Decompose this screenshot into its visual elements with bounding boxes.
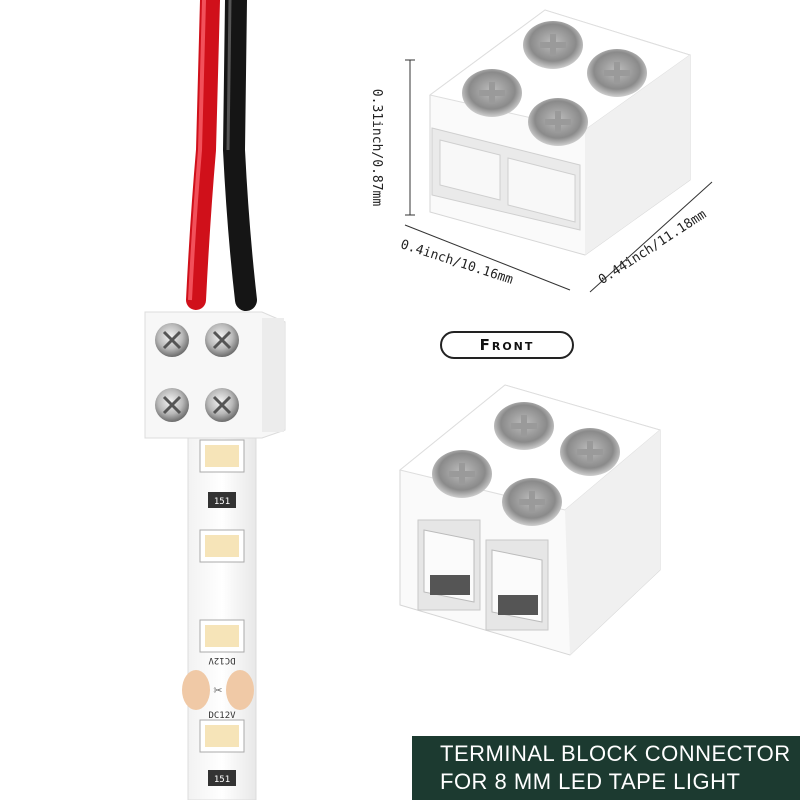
caption-line-2: FOR 8 MM LED TAPE LIGHT — [440, 769, 741, 794]
led-strip: 151 DC12V ✂ DC12V 151 — [182, 419, 257, 800]
wire-slot — [485, 539, 549, 631]
screw-hole-icon — [528, 98, 588, 146]
black-wire — [222, 0, 257, 311]
caption-banner: TERMINAL BLOCK CONNECTOR FOR 8 MM LED TA… — [412, 736, 800, 800]
screw-hole-icon — [462, 69, 522, 117]
resistor: 151 — [208, 770, 236, 786]
red-wire — [186, 0, 220, 310]
connector-dimension-view — [428, 9, 692, 256]
led-chip — [199, 439, 245, 473]
front-view-label: Front — [440, 331, 574, 359]
svg-text:✂: ✂ — [213, 684, 222, 697]
screw-icon — [155, 388, 189, 422]
screw-hole-icon — [432, 450, 492, 498]
screw-icon — [155, 323, 189, 357]
screw-icon — [205, 323, 239, 357]
wire-slot — [417, 519, 481, 611]
copper-pad — [182, 670, 254, 710]
svg-text:DC12V: DC12V — [208, 711, 236, 721]
led-chip — [199, 529, 245, 563]
resistor: 151 — [208, 492, 236, 508]
led-chip — [199, 719, 245, 753]
screw-hole-icon — [587, 49, 647, 97]
screw-hole-icon — [494, 402, 554, 450]
screw-hole-icon — [523, 21, 583, 69]
svg-text:151: 151 — [214, 497, 230, 507]
screw-icon — [205, 388, 239, 422]
height-dimension-label: 0.31inch/0.87mm — [369, 88, 385, 207]
screw-hole-icon — [560, 428, 620, 476]
caption-line-1: TERMINAL BLOCK CONNECTOR — [440, 741, 791, 766]
led-chip — [199, 619, 245, 653]
screw-hole-icon — [502, 478, 562, 526]
svg-text:151: 151 — [214, 775, 230, 785]
mounted-connector — [144, 311, 286, 439]
svg-text:DC12V: DC12V — [208, 655, 236, 665]
dimension-lines — [404, 59, 713, 293]
connector-front-view — [398, 384, 662, 656]
